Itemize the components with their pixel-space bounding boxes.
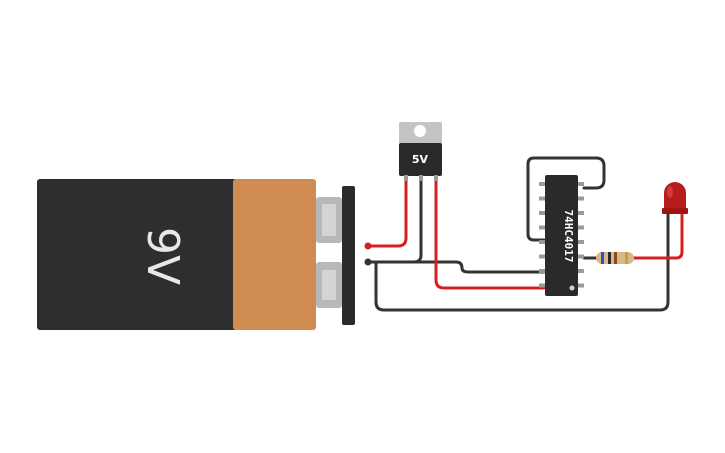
resistor-band-4 (625, 252, 628, 264)
wires (366, 156, 684, 312)
ic-pin-left-2[interactable] (539, 196, 545, 201)
voltage-regulator[interactable]: 5V (399, 122, 442, 181)
ic-pin-left-4[interactable] (539, 225, 545, 230)
wire-resistor-to-led[interactable] (632, 212, 684, 260)
ic-pin1-dot (569, 285, 575, 291)
ic-pin-left-7[interactable] (539, 269, 545, 273)
ic-pin-left-8[interactable] (539, 283, 545, 288)
regulator-tab-hole (414, 125, 426, 137)
ic-pin-right-2[interactable] (578, 196, 584, 201)
battery-band (233, 179, 316, 330)
ic-pin-right-5[interactable] (578, 240, 584, 244)
ic-pin-right-4[interactable] (578, 225, 584, 230)
wire-ground-to-ic[interactable] (412, 260, 546, 274)
resistor[interactable] (596, 252, 634, 264)
snap-pin-negative (364, 258, 372, 266)
ic-pin-right-1[interactable] (578, 182, 584, 186)
ic-pin-right-7[interactable] (578, 269, 584, 273)
regulator-pin-out (434, 175, 438, 181)
battery-label: 9V (137, 227, 188, 285)
led-red[interactable] (662, 182, 688, 214)
battery-terminal-negative-inner (322, 270, 336, 300)
wire-5v-output[interactable] (434, 176, 546, 290)
wire-ic-loop[interactable] (526, 156, 606, 242)
wire-battery-positive[interactable] (366, 176, 408, 248)
battery-body (37, 179, 237, 330)
ic-pin-right-6[interactable] (578, 254, 584, 259)
wire-ground-loop[interactable] (374, 212, 670, 312)
battery-terminal-positive-inner (322, 204, 336, 236)
led-dome (664, 182, 686, 212)
ic-label: 74HC4017 (562, 210, 575, 263)
ic-pin-right-3[interactable] (578, 211, 584, 215)
snap-pin-positive (364, 242, 372, 250)
ic-74hc4017[interactable]: 74HC4017 (539, 175, 584, 296)
ic-pin-right-8[interactable] (578, 283, 584, 288)
regulator-pin-in (404, 175, 408, 181)
led-highlight (667, 186, 673, 198)
regulator-body (399, 143, 442, 176)
resistor-band-1 (601, 252, 604, 264)
ic-pin-left-3[interactable] (539, 211, 545, 215)
battery-9v[interactable]: 9V (37, 179, 372, 330)
regulator-label: 5V (412, 153, 429, 166)
resistor-band-2 (608, 252, 611, 264)
ic-body (545, 175, 578, 296)
ic-pin-left-6[interactable] (539, 254, 545, 259)
ic-pin-left-5[interactable] (539, 240, 545, 244)
ic-pin-left-1[interactable] (539, 182, 545, 186)
led-rim (662, 208, 688, 214)
resistor-band-3 (614, 252, 617, 264)
battery-snap (342, 186, 355, 325)
wire-battery-ground[interactable] (366, 176, 423, 264)
regulator-pin-gnd (419, 175, 423, 181)
